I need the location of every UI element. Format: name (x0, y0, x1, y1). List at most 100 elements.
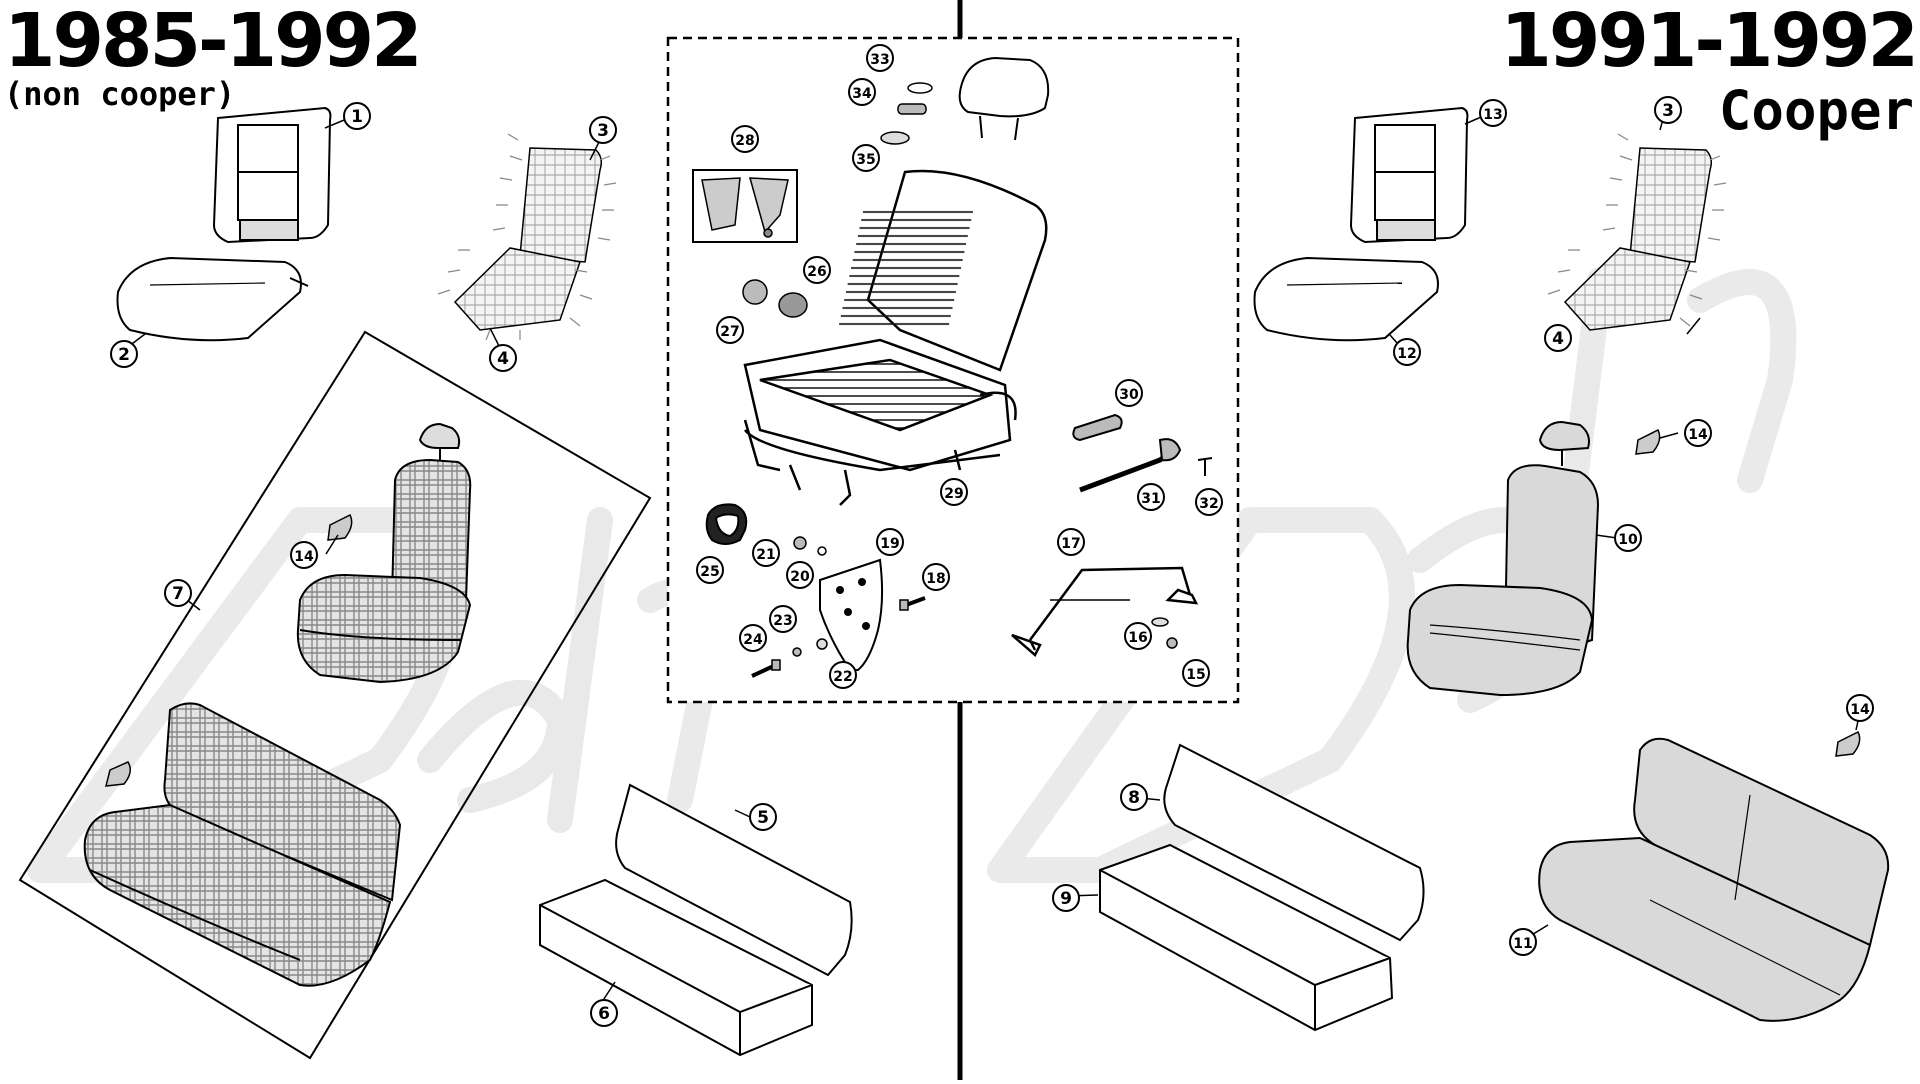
callout-label: 4 (497, 349, 509, 369)
callout-10: 10 (1614, 524, 1642, 552)
callout-label: 33 (870, 52, 889, 68)
callout-30: 30 (1115, 379, 1143, 407)
callout-label: 9 (1060, 889, 1072, 909)
callout-label: 30 (1119, 387, 1139, 403)
callout-25: 25 (696, 556, 724, 584)
callout-circle (164, 579, 192, 607)
callout-28: 28 (731, 125, 759, 153)
callout-circle (769, 605, 797, 633)
callout-11: 11 (1509, 928, 1537, 956)
callout-circle (752, 539, 780, 567)
callout-circle (1846, 694, 1874, 722)
callouts: 1233445678910111213141414151617181920212… (110, 44, 1874, 1027)
callout-label: 24 (743, 632, 763, 648)
part-seat-lever (1072, 413, 1213, 493)
callout-label: 16 (1128, 630, 1147, 646)
part-front-seat-tartan (296, 422, 472, 684)
callout-label: 15 (1186, 667, 1205, 683)
callout-label: 1 (351, 107, 363, 127)
callout-circle (1654, 96, 1682, 124)
part-rear-squab-right (1099, 743, 1425, 1032)
callout-label: 10 (1618, 532, 1638, 548)
callout-22: 22 (829, 661, 857, 689)
callout-label: 14 (1850, 702, 1870, 718)
callout-label: 25 (700, 564, 719, 580)
callout-31: 31 (1137, 483, 1165, 511)
callout-9: 9 (1052, 884, 1080, 912)
callout-6: 6 (590, 999, 618, 1027)
group-subtitle-right: Cooper (1718, 79, 1914, 142)
callout-circle (590, 999, 618, 1027)
callout-circle (290, 541, 318, 569)
callout-circle (1393, 338, 1421, 366)
callout-label: 29 (944, 486, 963, 502)
part-fixings (751, 536, 926, 678)
callout-circle (716, 316, 744, 344)
callout-1: 1 (343, 102, 371, 130)
callout-label: 19 (880, 536, 899, 552)
callout-3: 3 (589, 116, 617, 144)
callout-circle (1479, 99, 1507, 127)
part-seat-bracket (819, 558, 884, 671)
callout-circle (1509, 928, 1537, 956)
callout-8: 8 (1120, 783, 1148, 811)
part-seat-springs (437, 133, 617, 341)
callout-26: 26 (803, 256, 831, 284)
callout-4-2: 4 (1544, 324, 1572, 352)
group-title-right: 1991-1992 (1500, 0, 1919, 84)
callout-23: 23 (769, 605, 797, 633)
callout-circle (696, 556, 724, 584)
callout-label: 31 (1141, 491, 1160, 507)
callout-label: 26 (807, 264, 826, 280)
callout-33: 33 (866, 44, 894, 72)
callout-3-2: 3 (1654, 96, 1682, 124)
callout-14: 14 (290, 541, 318, 569)
callout-circle (1052, 884, 1080, 912)
callout-label: 32 (1199, 496, 1218, 512)
callout-7: 7 (164, 579, 192, 607)
callout-circle (110, 340, 138, 368)
callout-circle (1137, 483, 1165, 511)
callout-circle (940, 478, 968, 506)
part-rear-squab-left (539, 783, 853, 1057)
callout-34: 34 (848, 78, 876, 106)
part-headrest (958, 56, 1050, 141)
callout-20: 20 (786, 561, 814, 589)
callout-32: 32 (1195, 488, 1223, 516)
callout-circle (1115, 379, 1143, 407)
callout-13: 13 (1479, 99, 1507, 127)
callout-label: 17 (1061, 536, 1080, 552)
callout-circle (589, 116, 617, 144)
part-hinge-plates (692, 169, 798, 243)
callout-label: 20 (790, 569, 810, 585)
part-recline-knobs (742, 279, 808, 318)
callout-circle (876, 528, 904, 556)
group-title-left: 1985-1992 (4, 0, 423, 84)
part-trim-clip-right (1635, 428, 1861, 757)
callout-circle (1684, 419, 1712, 447)
part-front-seat-cooper (1406, 420, 1600, 697)
callout-label: 27 (720, 324, 739, 340)
callout-circle (1195, 488, 1223, 516)
callout-circle (739, 624, 767, 652)
callout-21: 21 (752, 539, 780, 567)
callout-label: 2 (118, 345, 130, 365)
callout-2: 2 (110, 340, 138, 368)
callout-circle (489, 344, 517, 372)
callout-circle (786, 561, 814, 589)
callout-label: 35 (856, 152, 875, 168)
callout-label: 8 (1128, 788, 1140, 808)
callout-label: 7 (172, 584, 184, 604)
callout-15: 15 (1182, 659, 1210, 687)
callout-label: 3 (597, 121, 609, 141)
part-headrest-clips (880, 82, 933, 145)
group-subtitle-left: (non cooper) (4, 75, 236, 113)
callout-label: 6 (598, 1004, 610, 1024)
part-rear-bench-cooper (1538, 737, 1890, 1022)
callout-label: 21 (756, 547, 775, 563)
callout-label: 18 (926, 571, 945, 587)
callout-label: 5 (757, 808, 769, 828)
part-trim-clip-left (105, 513, 353, 787)
callout-12: 12 (1393, 338, 1421, 366)
